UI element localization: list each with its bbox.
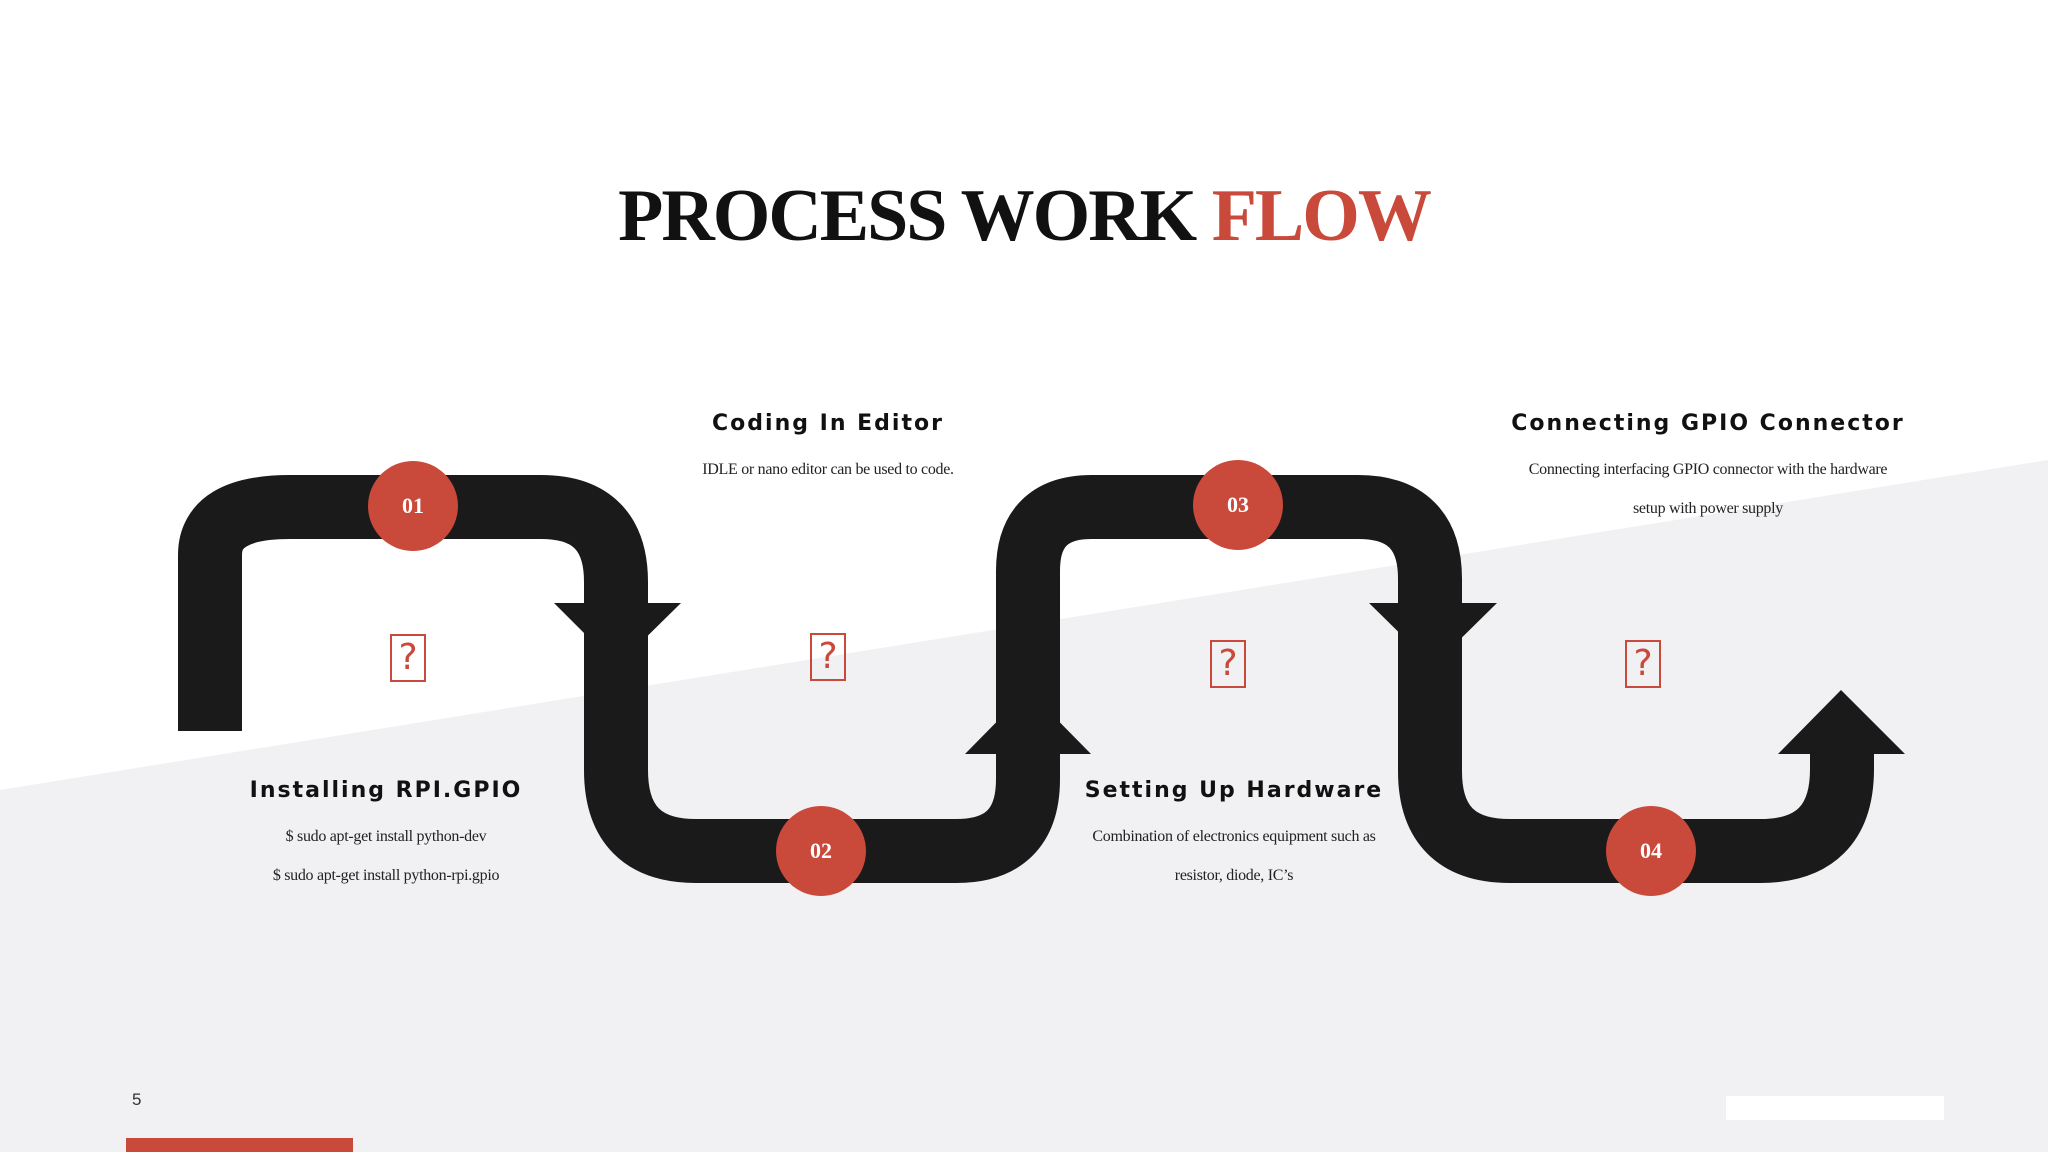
title-main: PROCESS WORK: [618, 175, 1197, 257]
footer-accent-bar: [126, 1138, 353, 1152]
arrow-up-2: [965, 690, 1091, 754]
step-badge-03: 03: [1193, 460, 1283, 550]
step-desc-04-line-1: Connecting interfacing GPIO connector wi…: [1528, 461, 1888, 478]
step-2-missing-glyph-icon: ?: [810, 633, 846, 681]
workflow-path: [178, 475, 1874, 883]
step-desc-01-line-1: $ sudo apt-get install python-dev: [285, 828, 487, 845]
arrow-down-3: [1369, 603, 1497, 666]
step-badge-01: 01: [368, 461, 458, 551]
step-badge-02: 02: [776, 806, 866, 896]
step-badge-04: 04: [1606, 806, 1696, 896]
step-desc-03-line-1: Combination of electronics equipment suc…: [1092, 828, 1376, 845]
step-4-missing-glyph-icon: ?: [1625, 640, 1661, 688]
step-title-02: Coding In Editor: [712, 411, 944, 436]
page-title: PROCESS WORK FLOW: [0, 175, 2048, 257]
step-title-03: Setting Up Hardware: [1084, 778, 1384, 803]
arrow-up-end: [1778, 690, 1905, 754]
page-number: 5: [132, 1090, 142, 1109]
step-3-missing-glyph-icon: ?: [1210, 640, 1246, 688]
step-desc-01-line-2: $ sudo apt-get install python-rpi.gpio: [272, 867, 500, 884]
arrow-down-1: [554, 603, 681, 666]
footer-box: [1726, 1096, 1944, 1120]
step-title-01: Installing RPI.GPIO: [249, 778, 523, 803]
step-desc-02-line-1: IDLE or nano editor can be used to code.: [702, 461, 954, 478]
step-1-missing-glyph-icon: ?: [390, 634, 426, 682]
title-accent: FLOW: [1211, 175, 1432, 257]
step-desc-04-line-2: setup with power supply: [1633, 500, 1783, 517]
step-desc-03-line-2: resistor, diode, IC’s: [1174, 867, 1294, 884]
step-title-04: Connecting GPIO Connector: [1511, 411, 1905, 436]
